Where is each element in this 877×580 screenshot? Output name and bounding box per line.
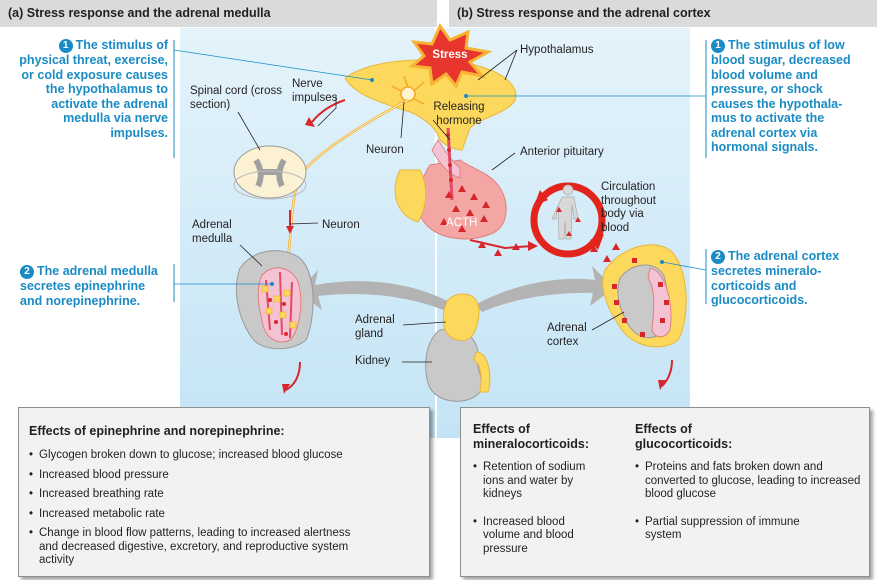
effect-item: Change in blood flow patterns, leading t…	[29, 527, 369, 568]
panel-b-step1-text: The stimulus of low blood sugar, decreas…	[711, 38, 851, 154]
cortex-effects-box: Effects of mineralocorticoids: Retention…	[460, 407, 870, 577]
adrenal-medulla-label: Adrenal medulla	[192, 219, 233, 245]
panel-a-step1-text: The stimulus of physical threat, exercis…	[19, 38, 168, 140]
anterior-pituitary-label: Anterior pituitary	[520, 146, 604, 158]
epinephrine-effects-box: Effects of epinephrine and norepinephrin…	[18, 407, 430, 577]
neuron-side-label: Neuron	[322, 219, 360, 231]
stress-label: Stress	[432, 49, 468, 61]
acth-label: ACTH	[446, 217, 478, 229]
stress-burst	[408, 22, 493, 89]
effect-item: Increased blood pressure	[29, 469, 419, 483]
glucocorticoid-list: Proteins and fats broken down and conver…	[635, 461, 860, 543]
panel-b-step2-text: The adrenal cortex secretes mineralo-cor…	[711, 249, 840, 307]
effect-item: Proteins and fats broken down and conver…	[635, 461, 863, 502]
epinephrine-effects-list: Glycogen broken down to glucose; increas…	[29, 449, 419, 568]
glucocorticoid-title: Effects of glucocorticoids:	[635, 422, 733, 451]
step-number-badge: 1	[58, 39, 73, 53]
mineralocorticoid-list: Retention of sodium ions and water by ki…	[473, 461, 618, 556]
center-adrenal-shape	[442, 293, 480, 341]
effect-item: Partial suppression of immune system	[635, 516, 805, 543]
panel-b-header: (b) Stress response and the adrenal cort…	[449, 0, 877, 27]
adrenal-gland-label: Adrenal gland	[355, 314, 395, 340]
posterior-pituitary-shape	[394, 169, 427, 223]
kidney-label: Kidney	[355, 355, 391, 367]
step-number-badge: 1	[711, 39, 725, 53]
glucocorticoid-column: Effects of glucocorticoids: Proteins and…	[635, 422, 860, 551]
circulation-label: Circulation throughout body via blood	[601, 181, 656, 234]
adrenal-cortex-label: Adrenal cortex	[547, 322, 587, 348]
step-number-badge: 2	[711, 250, 725, 264]
panel-a-step2-text: The adrenal medulla secretes epinephrine…	[20, 264, 158, 308]
step-number-badge: 2	[20, 265, 34, 279]
panel-a-header: (a) Stress response and the adrenal medu…	[0, 0, 437, 27]
neuron-top-label: Neuron	[366, 144, 404, 156]
effect-item: Retention of sodium ions and water by ki…	[473, 461, 603, 502]
spinal-cord-label: Spinal cord (cross section)	[190, 85, 283, 111]
effect-item: Increased metabolic rate	[29, 508, 419, 522]
epinephrine-effects-title: Effects of epinephrine and norepinephrin…	[29, 424, 285, 438]
mineralocorticoid-title: Effects of mineralocorticoids:	[473, 422, 589, 451]
effect-item: Increased breathing rate	[29, 488, 419, 502]
effect-item: Increased blood volume and blood pressur…	[473, 516, 603, 557]
releasing-hormone-label: Releasing hormone	[433, 101, 485, 127]
mineralocorticoid-column: Effects of mineralocorticoids: Retention…	[473, 422, 618, 564]
effect-item: Glycogen broken down to glucose; increas…	[29, 449, 419, 463]
hypothalamus-label: Hypothalamus	[520, 44, 594, 56]
nerve-impulses-label: Nerve impulses	[292, 78, 338, 104]
